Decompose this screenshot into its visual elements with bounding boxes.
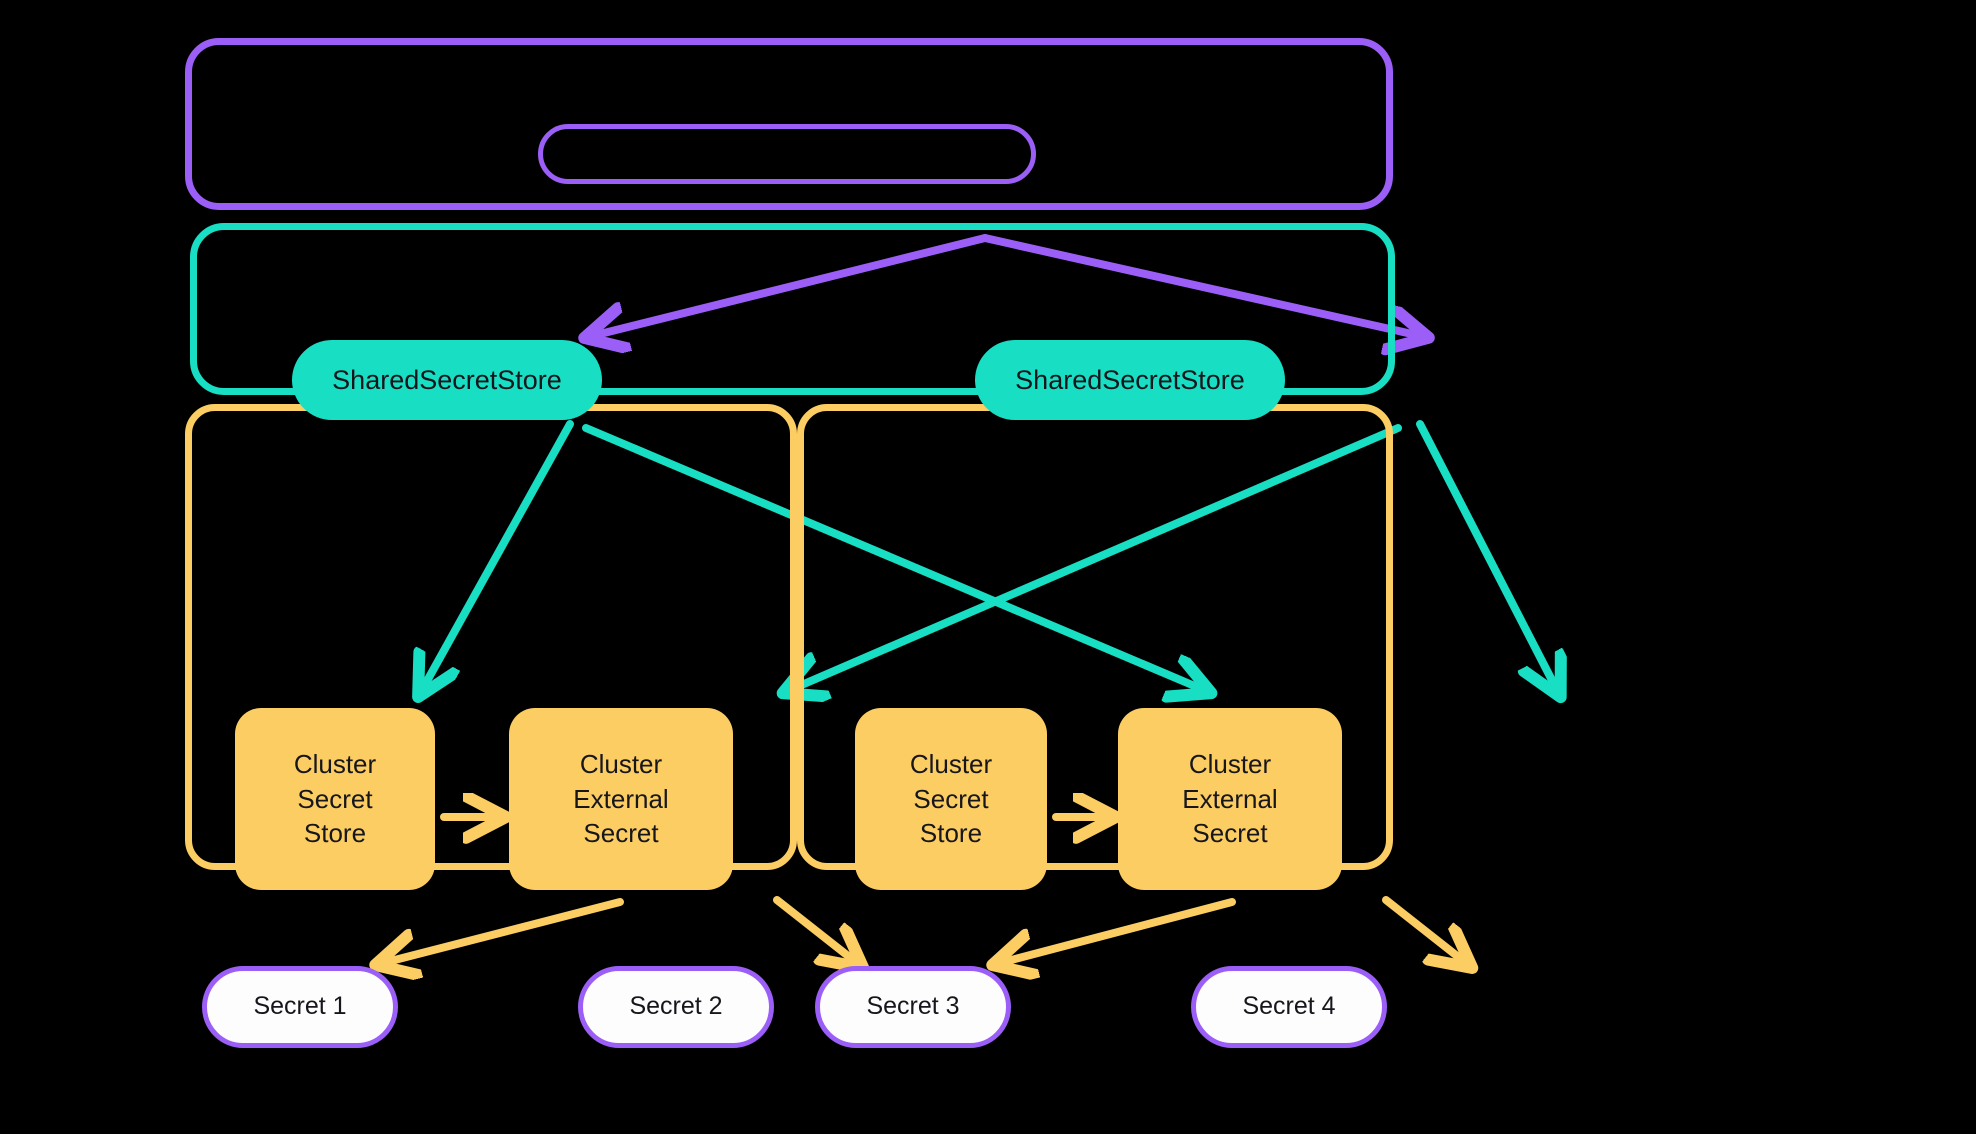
cluster-secret-store-left[interactable]: Cluster Secret Store <box>235 708 435 890</box>
secret-4-label: Secret 4 <box>1242 992 1336 1021</box>
cluster-external-secret-right[interactable]: Cluster External Secret <box>1118 708 1342 890</box>
shared-secret-store-1[interactable]: SharedSecretStore <box>292 340 602 420</box>
secret-2-label: Secret 2 <box>629 992 723 1021</box>
shared-secret-store-2-label: SharedSecretStore <box>1015 364 1245 395</box>
edge-ces-right-to-secret-4 <box>1382 896 1466 963</box>
root-scope-box[interactable] <box>538 124 1036 184</box>
edge-ces-left-to-secret-1 <box>383 898 624 963</box>
edge-shared-2-to-cluster-external-secret-right <box>1416 420 1557 690</box>
cluster-external-secret-left[interactable]: Cluster External Secret <box>509 708 733 890</box>
secret-3-label: Secret 3 <box>866 992 960 1021</box>
shared-secret-store-1-label: SharedSecretStore <box>332 364 562 395</box>
cluster-scope-container <box>185 38 1393 210</box>
cluster-external-secret-right-label: Cluster External Secret <box>1182 748 1278 849</box>
cluster-secret-store-right[interactable]: Cluster Secret Store <box>855 708 1047 890</box>
shared-scope-container <box>190 223 1395 395</box>
cluster-secret-store-right-label: Cluster Secret Store <box>909 748 993 849</box>
secret-3[interactable]: Secret 3 <box>815 966 1011 1048</box>
secret-1[interactable]: Secret 1 <box>202 966 398 1048</box>
secret-2[interactable]: Secret 2 <box>578 966 774 1048</box>
cluster-external-secret-left-label: Cluster External Secret <box>573 748 669 849</box>
shared-secret-store-2[interactable]: SharedSecretStore <box>975 340 1285 420</box>
edge-ces-left-to-secret-2 <box>773 896 857 963</box>
edge-ces-right-to-secret-3 <box>1000 898 1236 963</box>
cluster-secret-store-left-label: Cluster Secret Store <box>293 748 377 849</box>
secret-4[interactable]: Secret 4 <box>1191 966 1387 1048</box>
secret-1-label: Secret 1 <box>253 992 347 1021</box>
